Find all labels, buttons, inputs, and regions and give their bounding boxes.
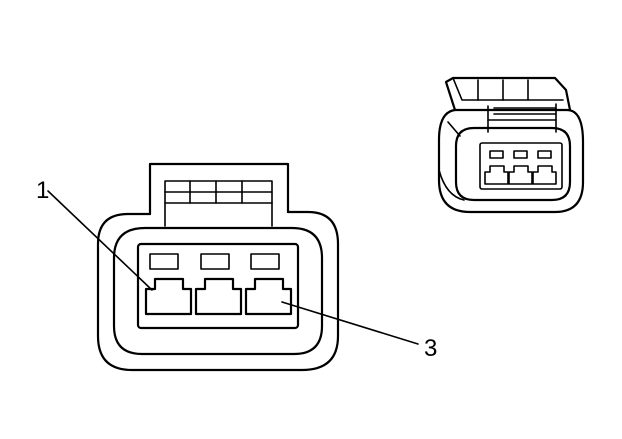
seal-groove xyxy=(112,226,324,356)
isometric-terminal-2 xyxy=(508,165,533,185)
isometric-terminal-1 xyxy=(484,165,509,185)
terminal-lock-window-c xyxy=(250,253,280,270)
callout-1-leader xyxy=(47,190,153,291)
isometric-seal-ring xyxy=(454,126,572,202)
terminal-cavity-frame xyxy=(136,242,300,330)
callout-1-label: 1 xyxy=(36,177,49,204)
isometric-terminal-3 xyxy=(532,165,557,185)
callout-3: 3 xyxy=(281,301,437,362)
isometric-outer-body xyxy=(437,108,585,214)
locking-tab-housing xyxy=(148,162,290,216)
connector-outer-body xyxy=(96,210,340,372)
terminal-cavity-1 xyxy=(144,277,193,316)
callout-3-leader xyxy=(281,301,419,345)
isometric-latch xyxy=(444,76,572,112)
connector-face-view xyxy=(96,162,340,372)
terminal-cavity-3 xyxy=(244,277,293,316)
terminal-lock-window-a xyxy=(149,253,179,270)
isometric-cavity-frame xyxy=(479,142,563,190)
connector-isometric-view xyxy=(437,76,585,214)
callout-1: 1 xyxy=(36,177,153,291)
terminal-cavity-2 xyxy=(194,277,243,316)
lock-ribs xyxy=(164,180,273,227)
callout-3-label: 3 xyxy=(424,335,437,362)
terminal-lock-window-b xyxy=(200,253,230,270)
